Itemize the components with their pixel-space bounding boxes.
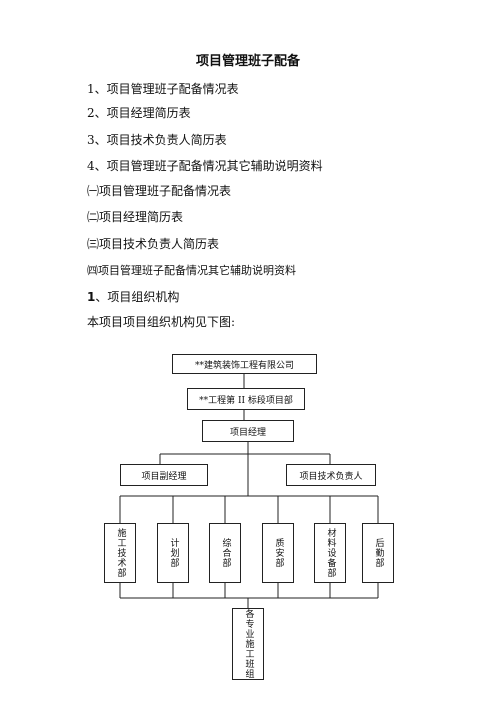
project-dept-box: **工程第 II 标段项目部 xyxy=(187,388,305,410)
list-item: 3、项目技术负责人简历表 xyxy=(87,133,227,147)
list-item: 4、项目管理班子配备情况其它辅助说明资料 xyxy=(87,159,323,173)
dept-planning: 计划部 xyxy=(157,523,189,583)
section-heading: 1、项目组织机构 xyxy=(87,288,179,305)
document-title: 项目管理班子配备 xyxy=(195,54,300,69)
list-item: ㈢项目技术负责人简历表 xyxy=(87,237,220,251)
project-manager-box: 项目经理 xyxy=(202,420,294,442)
section-number: 1 xyxy=(87,290,96,304)
construction-teams-box: 各专业施工班组 xyxy=(232,608,264,680)
dept-materials-equipment: 材料设备部 xyxy=(314,523,346,583)
intro-text: 本项目项目组织机构见下图: xyxy=(87,315,236,329)
dept-general: 综合部 xyxy=(209,523,241,583)
tech-lead-box: 项目技术负责人 xyxy=(286,464,376,486)
section-title: 、项目组织机构 xyxy=(95,290,180,304)
dept-quality-safety: 质安部 xyxy=(262,523,294,583)
list-item: ㈣项目管理班子配备情况其它辅助说明资料 xyxy=(87,264,296,277)
list-item: ㈠项目管理班子配备情况表 xyxy=(87,184,232,198)
deputy-manager-box: 项目副经理 xyxy=(120,464,208,486)
company-box: **建筑装饰工程有限公司 xyxy=(172,354,317,374)
dept-logistics: 后勤部 xyxy=(362,523,394,583)
list-item: 2、项目经理简历表 xyxy=(87,106,191,120)
dept-construction-tech: 施工技术部 xyxy=(104,523,136,583)
list-item: 1、项目管理班子配备情况表 xyxy=(87,82,239,96)
list-item: ㈡项目经理简历表 xyxy=(87,210,184,224)
